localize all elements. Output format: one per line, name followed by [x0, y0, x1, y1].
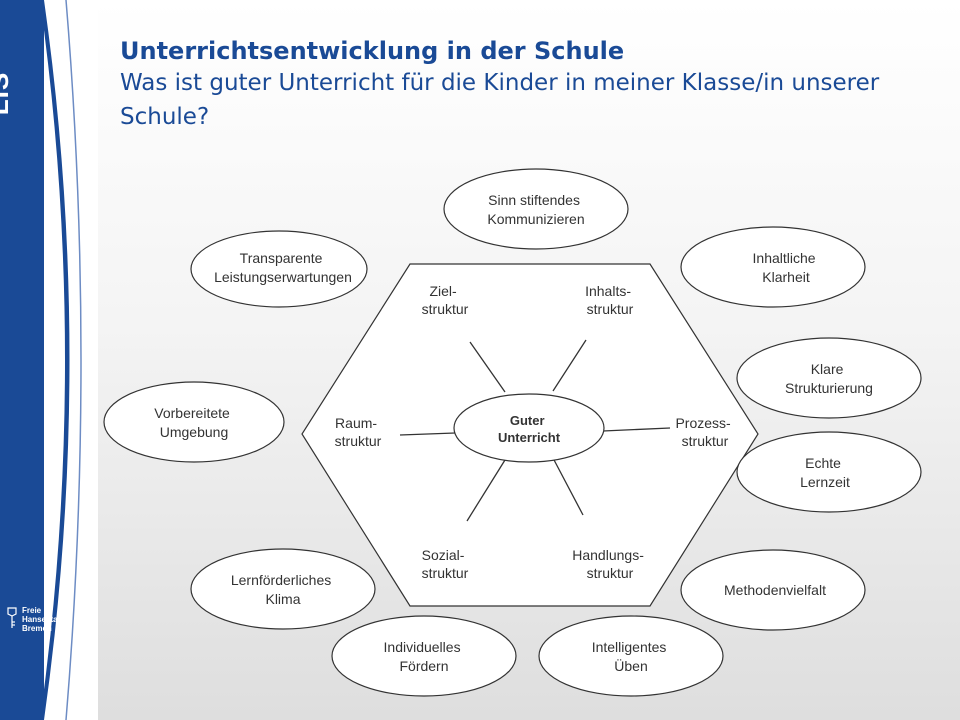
criterion-echte-lernzeit: Echte Lernzeit	[736, 431, 922, 513]
criterion-inhaltliche-line-2: Klarheit	[762, 269, 810, 285]
criterion-sinn-line-2: Kommunizieren	[487, 211, 584, 227]
criterion-inhaltliche-klarheit: Inhaltliche Klarheit	[680, 226, 866, 308]
spoke-handlungs	[552, 457, 584, 516]
criterion-echte-line-1: Echte	[805, 455, 841, 471]
criterion-transparente-leistungserwartungen: Transparente Leistungserwartungen	[190, 230, 368, 308]
svg-text:Individuelles Fördern: Individuelles Fördern	[384, 639, 465, 674]
criterion-transparente-line-1: Transparente	[240, 250, 323, 266]
structure-prozess-line-2: struktur	[682, 433, 729, 449]
criterion-sinn: Sinn stiftendes Kommunizieren	[443, 168, 629, 250]
structure-ziel-line-1: Ziel-	[429, 283, 457, 299]
svg-text:Klare Strukturierung: Klare Strukturierung	[785, 361, 873, 396]
center-node	[453, 393, 605, 463]
structure-sozial-line-1: Sozial-	[422, 547, 465, 563]
structure-handlungs-line-1: Handlungs-	[572, 547, 644, 563]
svg-text:Echte Lernzeit: Echte Lernzeit	[800, 455, 850, 490]
bremen-logo: Freie Hansestadt Bremen	[6, 604, 86, 634]
structure-ziel-line-2: struktur	[422, 301, 469, 317]
svg-text:Intelligentes Üben: Intelligentes Üben	[592, 639, 671, 674]
bremen-logo-text: Freie Hansestadt Bremen	[22, 606, 65, 633]
spoke-ziel	[469, 341, 506, 393]
criterion-klare-strukturierung: Klare Strukturierung	[736, 337, 922, 419]
structure-prozess-line-1: Prozess-	[675, 415, 731, 431]
structure-prozess: Prozess- struktur	[675, 415, 734, 449]
structure-sozial-line-2: struktur	[422, 565, 469, 581]
sidebar: LIS Freie Hansestadt Bremen	[0, 0, 98, 720]
criterion-echte-line-2: Lernzeit	[800, 474, 850, 490]
criterion-lernfoerderliches-klima: Lernförderliches Klima	[190, 548, 376, 630]
criterion-methoden-line-1: Methodenvielfalt	[724, 582, 826, 598]
criterion-inhaltliche-line-1: Inhaltliche	[753, 250, 816, 266]
criterion-methodenvielfalt: Methodenvielfalt	[680, 549, 866, 631]
spoke-prozess	[602, 427, 671, 432]
center-line-1: Guter	[510, 413, 545, 428]
criterion-lernfoerderlich-line-1: Lernförderliches	[231, 572, 331, 588]
structure-raum-line-1: Raum-	[335, 415, 377, 431]
criterion-intelligentes-line-1: Intelligentes	[592, 639, 667, 655]
structure-handlungs-line-2: struktur	[587, 565, 634, 581]
criterion-lernfoerderlich-line-2: Klima	[265, 591, 300, 607]
criterion-sinn-line-1: Sinn stiftendes	[488, 192, 580, 208]
spokes	[399, 339, 671, 522]
center-line-2: Unterricht	[498, 430, 561, 445]
slide-header: Unterrichtsentwicklung in der Schule Was…	[120, 36, 940, 134]
structure-raum-line-2: struktur	[335, 433, 382, 449]
svg-text:Inhaltliche Klarheit: Inhaltliche Klarheit	[753, 250, 820, 285]
bremen-line-2: Hansestadt	[22, 615, 66, 624]
sidebar-curve	[40, 0, 82, 720]
criterion-vorbereitete-line-1: Vorbereitete	[154, 405, 230, 421]
svg-text:Methodenvielfalt: Methodenvielfalt	[724, 582, 826, 598]
criterion-transparente-line-2: Leistungserwartungen	[214, 269, 352, 285]
structure-raum: Raum- struktur	[335, 415, 382, 449]
criterion-individuelles-line-2: Fördern	[399, 658, 448, 674]
structure-inhalts: Inhalts- struktur	[585, 283, 635, 317]
bremen-line-1: Freie	[22, 606, 42, 615]
structure-sozial: Sozial- struktur	[422, 547, 469, 581]
svg-text:Lernförderliches Klima: Lernförderliches Klima	[231, 572, 335, 607]
criterion-intelligentes-ueben: Intelligentes Üben	[538, 615, 724, 697]
criterion-individuelles-foerdern: Individuelles Fördern	[331, 615, 517, 697]
svg-text:Transparente Leistungser: Transparente Leistungserwartungen	[214, 250, 352, 285]
slide-title: Unterrichtsentwicklung in der Schule	[120, 37, 625, 65]
spoke-inhalts	[552, 339, 587, 392]
criterion-individuelles-line-1: Individuelles	[384, 639, 461, 655]
criterion-vorbereitete-line-2: Umgebung	[160, 424, 229, 440]
structure-inhalts-line-2: struktur	[587, 301, 634, 317]
bremen-line-3: Bremen	[22, 624, 52, 633]
criterion-klare-line-1: Klare	[811, 361, 844, 377]
svg-text:Sinn stiftendes Kommuniz: Sinn stiftendes Kommunizieren	[487, 192, 584, 227]
spoke-sozial	[466, 459, 506, 522]
criterion-klare-line-2: Strukturierung	[785, 380, 873, 396]
criterion-vorbereitete-umgebung: Vorbereitete Umgebung	[103, 381, 285, 463]
slide-subtitle: Was ist guter Unterricht für die Kinder …	[120, 70, 880, 130]
center-label: Guter Unterricht	[498, 413, 561, 445]
key-crest-icon	[7, 607, 17, 628]
structure-inhalts-line-1: Inhalts-	[585, 283, 631, 299]
criterion-intelligentes-line-2: Üben	[614, 657, 647, 674]
spoke-raum	[399, 432, 456, 436]
blue-band	[0, 0, 44, 720]
svg-text:Vorbereitete Umgebung: Vorbereitete Umgebung	[154, 405, 233, 440]
structure-ziel: Ziel- struktur	[422, 283, 469, 317]
structure-handlungs: Handlungs- struktur	[572, 547, 648, 581]
